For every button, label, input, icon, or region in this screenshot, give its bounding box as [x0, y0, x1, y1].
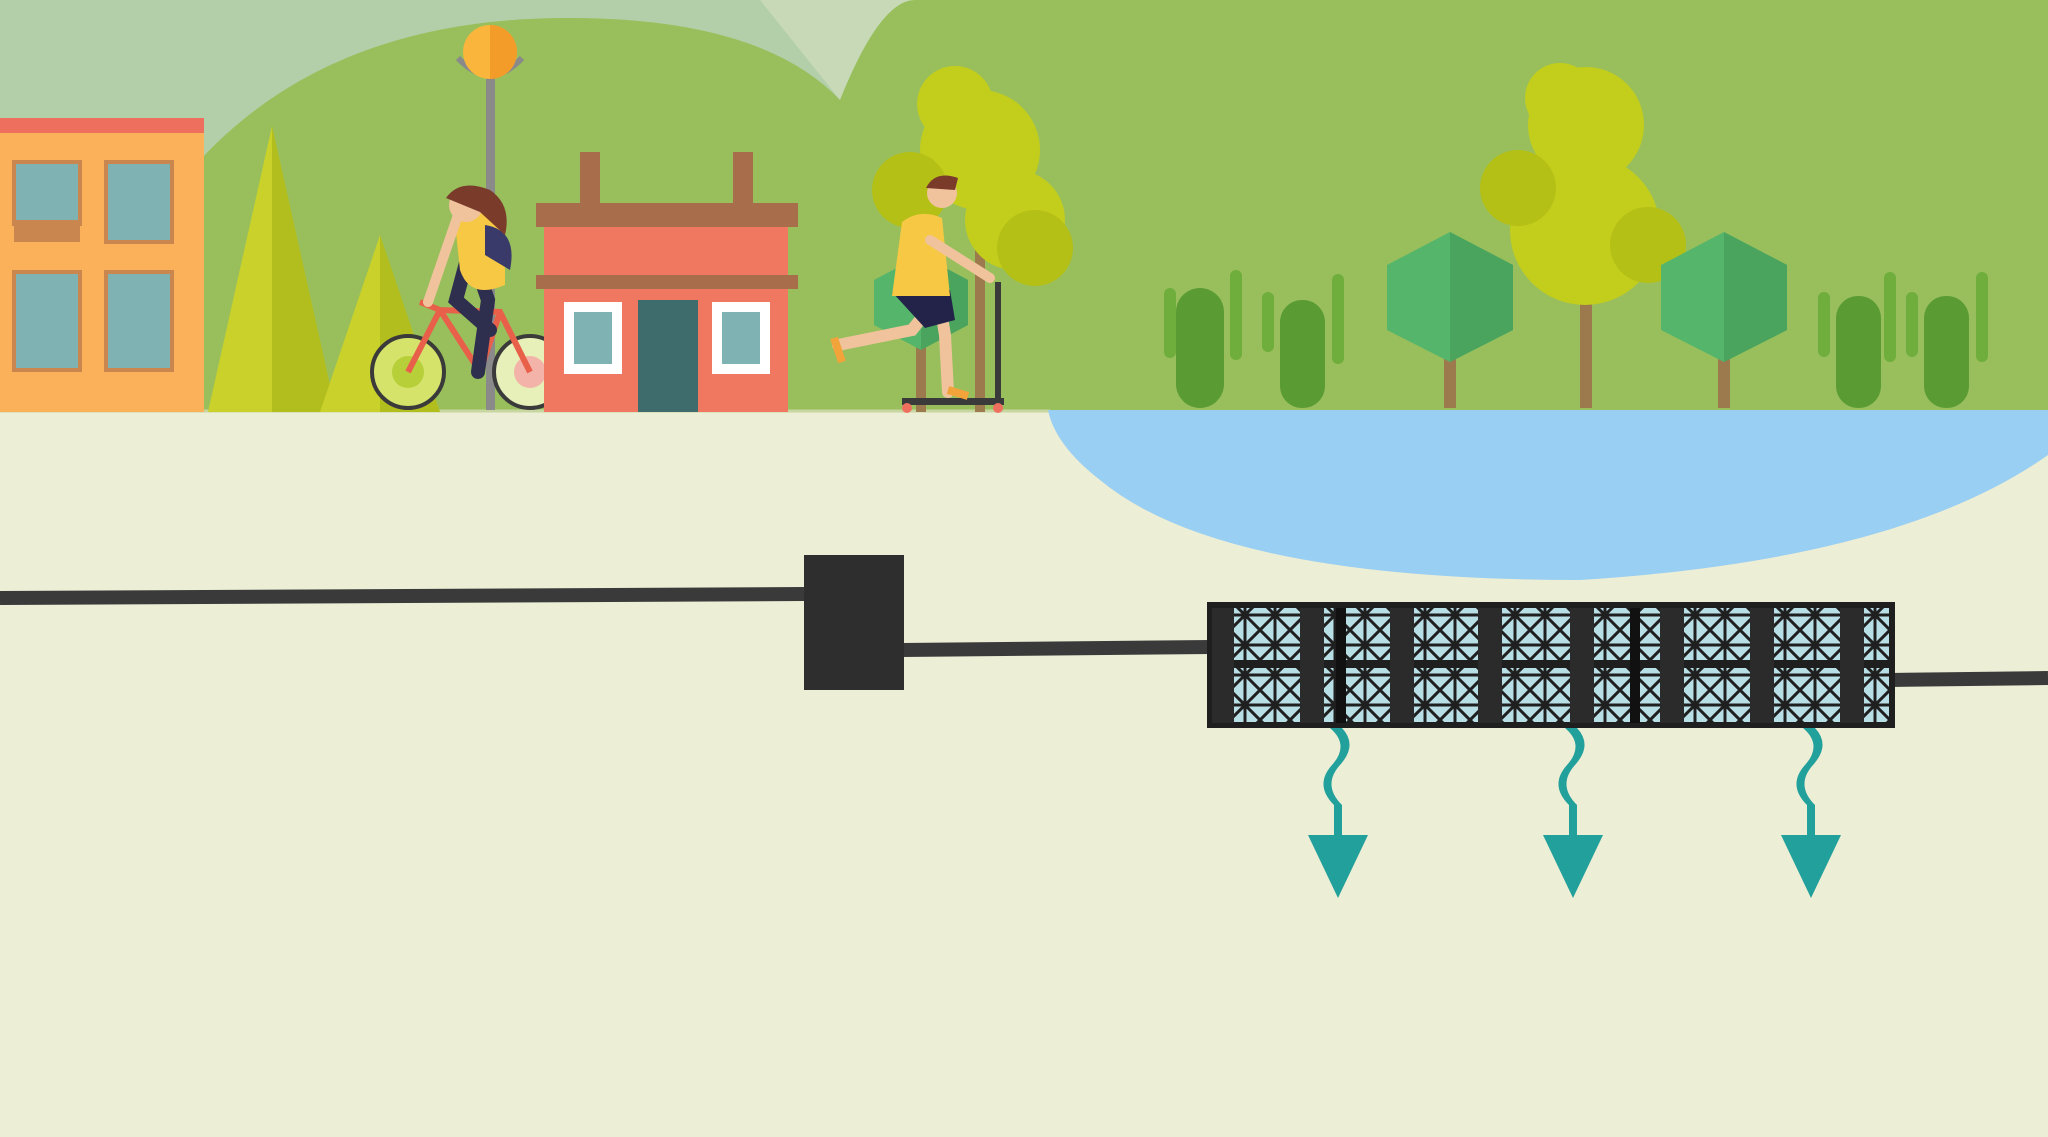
- cactus-tree-icon: [1164, 270, 1242, 408]
- cactus-tree-icon: [1906, 272, 1988, 408]
- retention-pond-icon: [1048, 410, 2048, 580]
- drainage-pipe-icon: [0, 587, 805, 605]
- cyclist-icon: [370, 185, 568, 410]
- hill-back-light: [760, 0, 915, 100]
- infiltration-crate-icon: [1207, 602, 1895, 728]
- conifer-tree-icon: [208, 126, 336, 412]
- drainage-pipe-icon: [901, 640, 1213, 657]
- hexagon-tree-icon: [1661, 232, 1787, 408]
- drainage-pipe-icon: [1889, 671, 2048, 687]
- infiltration-arrow-icon: [1543, 728, 1603, 898]
- infiltration-arrow-icon: [1308, 728, 1368, 898]
- hexagon-tree-icon: [1387, 232, 1513, 408]
- infiltration-arrow-icon: [1781, 728, 1841, 898]
- inspection-chamber-icon: [804, 555, 904, 690]
- cactus-tree-icon: [1818, 272, 1896, 408]
- cactus-tree-icon: [1262, 274, 1344, 408]
- scooter-rider-icon: [830, 175, 1004, 413]
- house-icon: [536, 152, 798, 412]
- apartment-building-icon: [0, 118, 204, 412]
- round-tree-icon: [1480, 63, 1686, 408]
